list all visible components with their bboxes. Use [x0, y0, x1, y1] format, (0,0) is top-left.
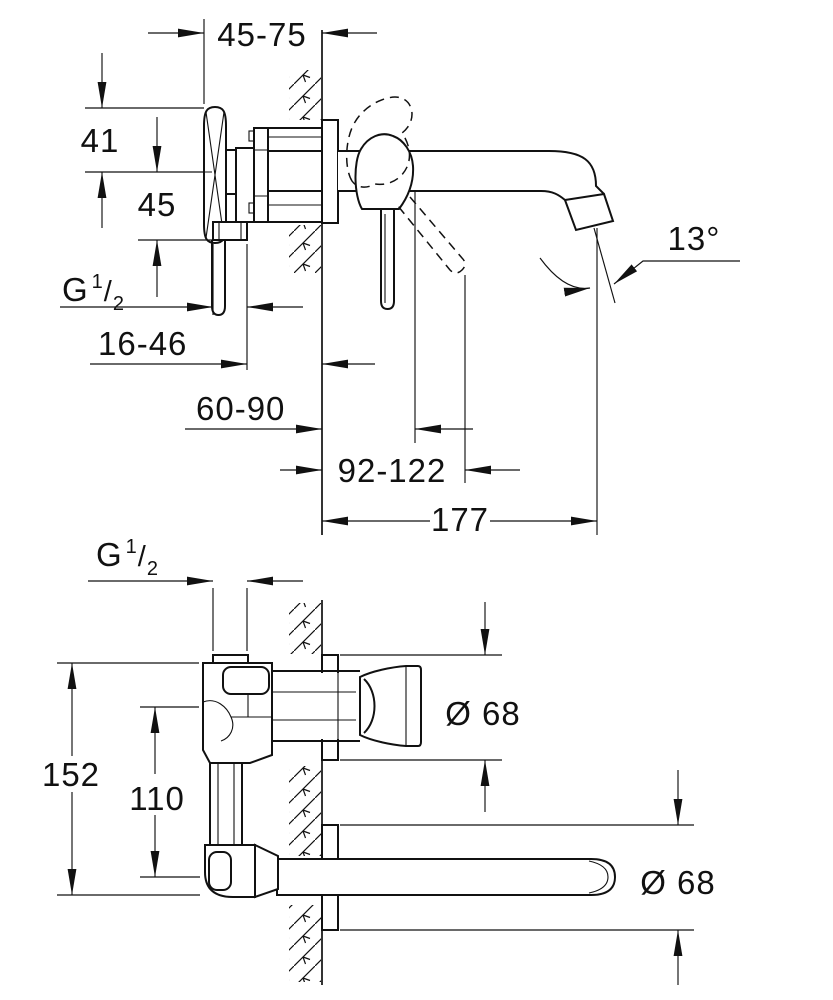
dim-110: 110	[129, 706, 200, 878]
dim-92-122-label: 92-122	[338, 452, 447, 489]
valve-collar	[225, 149, 237, 195]
dim-rosette-upper: Ø 68	[340, 602, 521, 812]
valve-body	[235, 147, 255, 223]
dim-41-45: 41 45	[81, 53, 213, 297]
dim-60-90-label: 60-90	[196, 390, 285, 427]
dim-152: 152	[42, 662, 200, 896]
thread-stub	[212, 221, 248, 241]
spout-tube	[276, 858, 617, 896]
wall-sleeve	[268, 127, 322, 223]
concealed-valve-assembly	[203, 105, 338, 317]
dim-45-75-label: 45-75	[217, 16, 306, 53]
angle-annotation: 13°	[539, 220, 740, 535]
downpipe	[209, 763, 243, 845]
body-block	[202, 662, 273, 764]
dim-177: 177	[322, 501, 597, 538]
wall-section-bottom	[289, 600, 323, 985]
lever-cap-solid	[354, 133, 415, 210]
stream-angle-line	[593, 227, 616, 304]
lever-rod-solid	[380, 208, 395, 311]
aerator	[563, 192, 615, 232]
dim-110-label: 110	[129, 780, 185, 817]
cartridge	[222, 666, 270, 695]
dim-angle-label: 13°	[668, 220, 721, 257]
handle-stem	[272, 670, 360, 742]
dim-rosette-lower: Ø 68	[340, 770, 716, 985]
dim-16-46-label: 16-46	[98, 325, 187, 362]
dim-45-label: 45	[138, 186, 177, 223]
dim-152-label: 152	[42, 756, 100, 793]
spout-bottom-edge	[338, 190, 566, 201]
wall-hatch	[289, 766, 321, 856]
lever-handle	[345, 96, 466, 311]
handle-assembly	[272, 665, 422, 747]
dim-177-label: 177	[431, 501, 489, 538]
lever-rod-dashed	[397, 196, 466, 274]
wall-hatch	[289, 225, 321, 273]
wall-hatch	[289, 905, 321, 982]
spout-bottom-view	[204, 843, 617, 899]
dim-45-75: 45-75	[148, 16, 377, 104]
mounting-bracket	[253, 127, 269, 223]
angle-arc	[539, 257, 591, 297]
lever-knob	[359, 665, 422, 747]
dim-rosette-upper-label: Ø 68	[445, 695, 521, 732]
angle-leader	[613, 260, 740, 285]
dim-rosette-lower-label: Ø 68	[640, 864, 716, 901]
dim-16-46: 16-46	[90, 325, 375, 369]
wall-hatch	[289, 603, 321, 654]
knob-dome-arc	[363, 678, 376, 734]
elbow-wedge	[254, 843, 279, 899]
supply-pipe	[211, 240, 226, 317]
valve-body-bottom	[202, 654, 273, 845]
spout-top-edge	[338, 150, 605, 195]
dim-41-label: 41	[81, 122, 120, 159]
lever-cap-dashed	[345, 96, 413, 188]
wall-section-top	[289, 30, 323, 535]
dim-60-90: 60-90	[185, 192, 473, 443]
wall-hatch	[289, 70, 321, 120]
thread-stub-bottom	[212, 654, 249, 664]
dim-92-122: 92-122	[280, 275, 520, 489]
escutcheon-top-view	[321, 119, 339, 224]
